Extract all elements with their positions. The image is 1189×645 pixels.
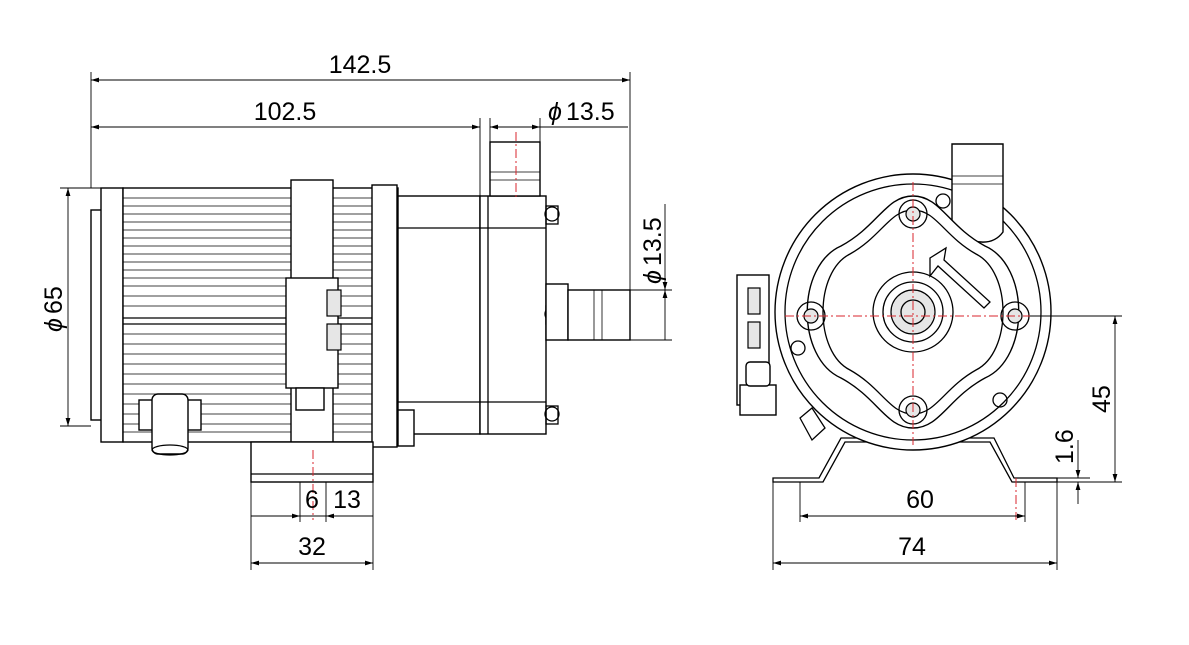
dim-outlet-diameter: 13.5: [566, 98, 615, 126]
dim-motor-diameter: 65: [40, 286, 68, 314]
cable-gland: [138, 393, 202, 456]
dim-overall-length: 142.5: [329, 51, 392, 79]
mounting-foot: [250, 441, 374, 483]
inlet-diameter-symbol: ϕ: [639, 270, 667, 284]
dim-foot-width: 32: [298, 533, 326, 561]
side-dimensions: 142.5 102.5 ϕ 13.5 ϕ 13.5 ϕ 65: [40, 51, 672, 570]
outlet-nozzle: [489, 141, 541, 197]
motor-flange: [100, 187, 124, 443]
rotation-arrow-icon: [929, 246, 991, 309]
front-view: [736, 143, 1058, 520]
dim-body-length: 102.5: [254, 98, 317, 126]
dim-foot-offset-b: 13: [333, 486, 361, 514]
side-view: [90, 132, 631, 520]
motor-diameter-symbol: ϕ: [40, 318, 68, 332]
dim-inlet-diameter: 13.5: [639, 217, 667, 266]
dim-base-width: 74: [898, 533, 926, 561]
dim-foot-offset-a: 6: [305, 486, 319, 514]
outlet-diameter-symbol: ϕ: [548, 98, 562, 126]
pump-head: [397, 195, 560, 447]
terminal-bracket: [736, 274, 777, 416]
dim-hole-spacing: 60: [906, 486, 934, 514]
dim-center-height: 45: [1088, 385, 1116, 413]
inlet-nozzle: [545, 283, 631, 341]
clamp-band: [285, 179, 398, 448]
dim-plate-thickness: 1.6: [1051, 429, 1079, 464]
front-dimensions: 60 74 45 1.6: [772, 315, 1122, 570]
